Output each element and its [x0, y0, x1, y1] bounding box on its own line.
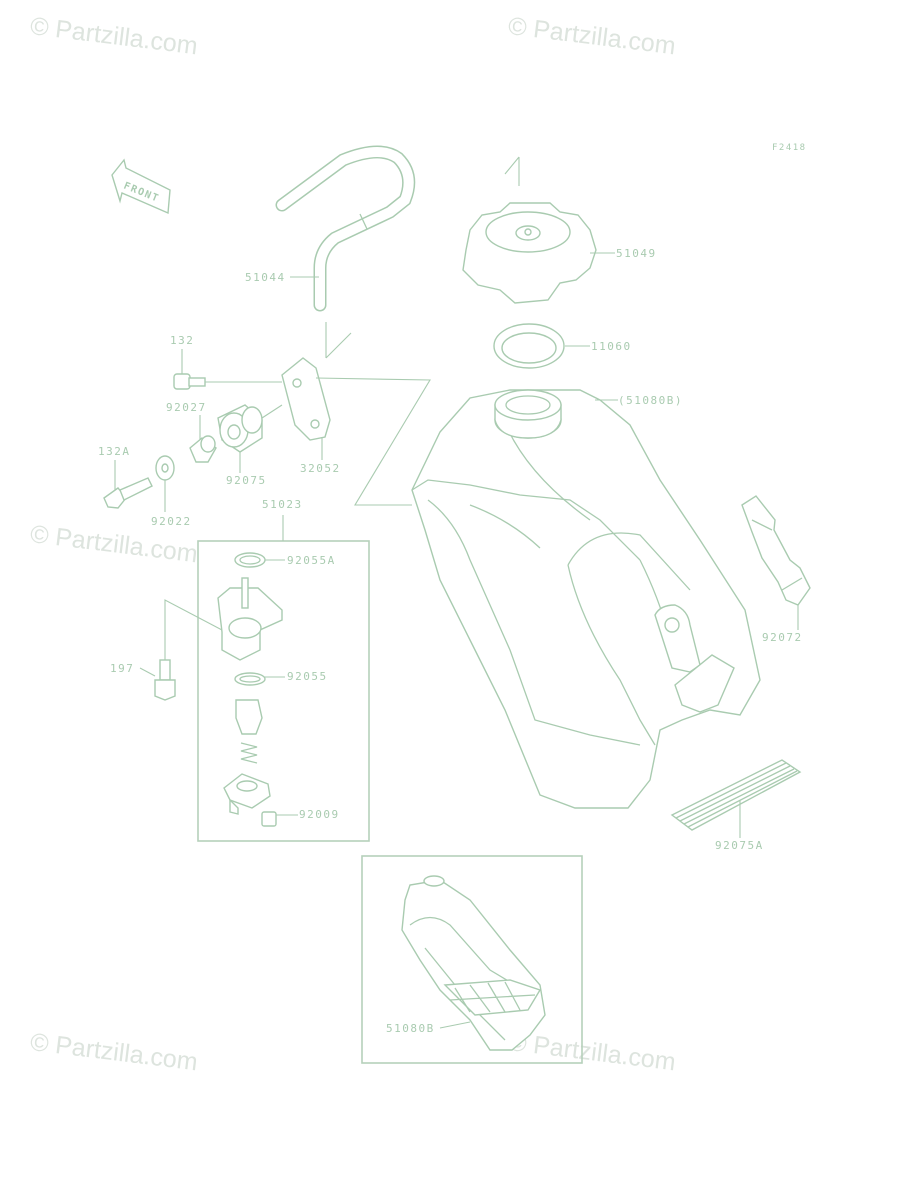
strap-part	[741, 495, 811, 606]
part-label-11060: 11060	[591, 340, 632, 353]
fuel-cock-assembly	[217, 552, 283, 827]
part-label-92075: 92075	[226, 474, 267, 487]
part-label-51080b: 51080B	[386, 1022, 435, 1035]
collar-part	[189, 435, 217, 463]
part-label-51023: 51023	[262, 498, 303, 511]
part-label-51044: 51044	[245, 271, 286, 284]
part-label-197: 197	[110, 662, 135, 675]
bolt-132-part	[173, 373, 282, 390]
part-label-132: 132	[170, 334, 195, 347]
part-label-51080b-ref: (51080B)	[618, 394, 683, 407]
part-label-92009: 92009	[299, 808, 340, 821]
front-arrow-icon: FRONT	[111, 158, 171, 215]
bolt-197-part	[154, 659, 176, 701]
bracket-part	[281, 357, 331, 441]
fuel-tank-part	[411, 389, 761, 809]
part-label-92022: 92022	[151, 515, 192, 528]
tank-inset-part	[401, 875, 546, 1051]
part-label-51049: 51049	[616, 247, 657, 260]
hose-part	[275, 145, 416, 312]
cap-gasket-part	[493, 323, 565, 369]
part-label-32052: 32052	[300, 462, 341, 475]
part-label-92055a: 92055A	[287, 554, 336, 567]
part-label-132a: 132A	[98, 445, 131, 458]
figure-code: F2418	[772, 143, 807, 153]
pad-part	[670, 759, 802, 831]
fuel-cap-part	[462, 202, 597, 304]
tank-inset-box	[361, 855, 583, 1064]
washer-part	[155, 455, 175, 481]
part-label-92027: 92027	[166, 401, 207, 414]
damper-part	[217, 404, 283, 453]
part-label-92055: 92055	[287, 670, 328, 683]
bolt-132a-part	[103, 477, 153, 509]
part-label-92075a: 92075A	[715, 839, 764, 852]
part-label-92072: 92072	[762, 631, 803, 644]
fuel-cock-box	[197, 540, 370, 842]
